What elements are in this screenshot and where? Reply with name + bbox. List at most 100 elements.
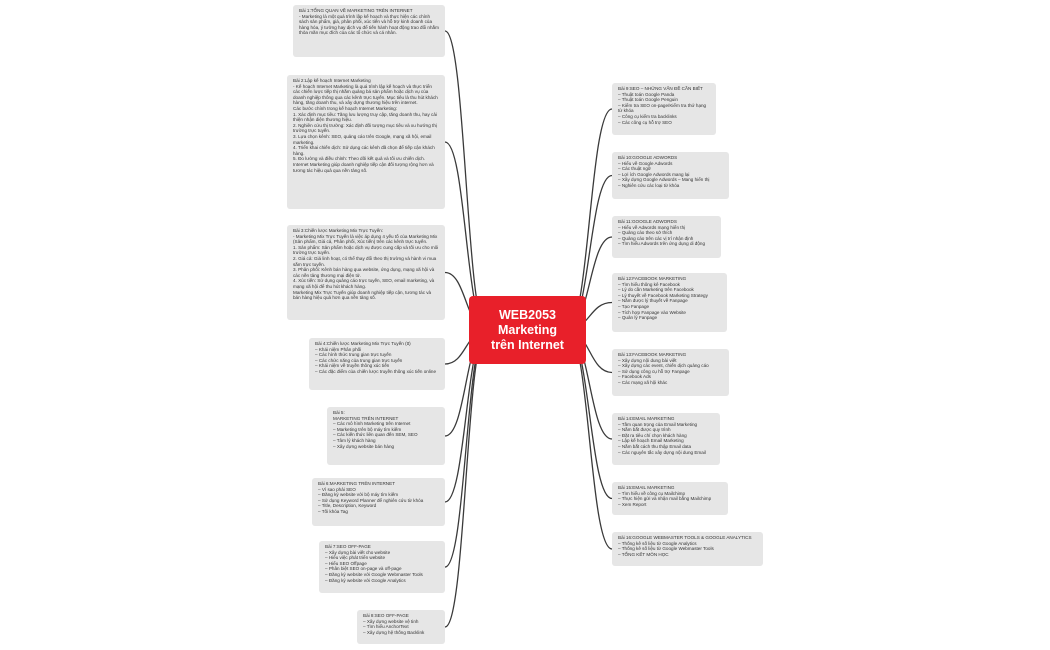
- topic-line: – Title, Description, Keyword: [318, 503, 377, 509]
- link-left-8: [444, 329, 488, 628]
- topic-title: Bài 13:FACEBOOK MARKETING: [618, 352, 687, 357]
- topic-line: – Đăng ký website với Google Analytics: [325, 577, 406, 583]
- right-topic-4[interactable]: Bài 12:FACEBOOK MARKETING– Tìm hiểu thôn…: [612, 273, 727, 332]
- right-topic-6[interactable]: Bài 14:EMAIL MARKETING– Tầm quan trọng c…: [612, 413, 720, 465]
- left-topic-4[interactable]: Bài 4:Chiến lược Marketing Mix Trực Tuyế…: [309, 338, 445, 390]
- topic-line: – Đăng ký website với bộ máy tìm kiếm: [318, 492, 399, 498]
- topic-line: 3. Phân phối: Kênh bán hàng qua website,…: [293, 267, 435, 278]
- central-topic[interactable]: WEB2053 Marketing trên Internet: [469, 296, 586, 364]
- topic-line: 1. Xác định mục tiêu: Tăng lưu lượng tru…: [293, 111, 437, 123]
- topic-line: – Facebook Ads: [618, 374, 651, 380]
- topic-title: Bài 11:GOOGLE ADWORDS: [618, 219, 677, 224]
- topic-line: – Tầm quan trọng của Email Marketing: [618, 421, 698, 427]
- topic-title: Bài 15:EMAIL MARKETING: [618, 485, 675, 490]
- topic-line: 4. Triển khai chiến dịch: Sử dụng các kê…: [293, 145, 435, 156]
- topic-line: – Các thuật ngữ: [618, 166, 651, 172]
- topic-title: Bài 1:TỔNG QUAN VỀ MARKETING TRÊN INTERN…: [299, 8, 413, 13]
- topic-line: – Tìm hiểu thông kê Facebook: [618, 281, 680, 287]
- topic-line: – Nắm bắt cách thu thập Email data: [618, 443, 692, 449]
- topic-title: Bài 5:: [333, 410, 345, 415]
- right-topic-8[interactable]: Bài 16:GOOGLE WEBMASTER TOOLS & GOOGLE A…: [612, 532, 763, 566]
- left-topic-3[interactable]: Bài 3:Chiến lược Marketing Mix Trực Tuyế…: [287, 225, 445, 320]
- topic-line: 3. Lựa chọn kênh: SEO, quảng cáo trên Go…: [293, 133, 432, 145]
- topic-line: – Lập kế hoạch Email Marketing: [618, 438, 684, 444]
- topic-line: – Nắm được lý thuyết về Fanpage: [618, 298, 688, 304]
- topic-title: Bài 10:GOOGLE ADWORDS: [618, 155, 678, 160]
- topic-line: – Vì sao phải SEO: [318, 486, 356, 492]
- topic-line: – Xây dựng nội dung bài viết: [618, 357, 677, 363]
- topic-line: – Nghiên cứu các loại từ khóa: [618, 182, 680, 188]
- topic-line: – Các kiến thức liên quan đến SEM, SEO: [333, 432, 418, 438]
- topic-line: 5. Đo lường và điều chỉnh: Theo dõi kết …: [293, 156, 425, 162]
- topic-line: – Tâm lý khách hàng: [333, 437, 376, 443]
- topic-line: – Xây dựng bài viết cho website: [325, 549, 391, 555]
- topic-line: – Lý thuyết về Facebook Marketing Strate…: [618, 292, 708, 298]
- topic-line: – Các đặc điểm của chiến lược truyền thô…: [315, 368, 436, 374]
- topic-line: – Lợi ích Google Adwords mang lại: [618, 171, 690, 177]
- left-topic-6[interactable]: Bài 6:MARKETING TRÊN INTERNET– Vì sao ph…: [312, 478, 445, 526]
- topic-line: - Marketing là một quá trình lập kế hoạc…: [299, 13, 439, 36]
- topic-line: – Các mô hình Marketing trên Internet: [333, 421, 411, 427]
- topic-line: – Đặt ra tiêu chí chọn khách hàng: [618, 432, 687, 438]
- central-topic-title: WEB2053 Marketing trên Internet: [491, 307, 564, 352]
- topic-line: – Sử dụng Keyword Planner để nghiên cứu …: [318, 497, 424, 503]
- right-topic-7[interactable]: Bài 15:EMAIL MARKETING– Tìm hiểu về công…: [612, 482, 728, 515]
- topic-line: – Khái niệm về truyền thông xúc tiến: [315, 363, 390, 369]
- topic-title: Bài 14:EMAIL MARKETING: [618, 416, 675, 421]
- topic-title: Bài 7:SEO OFF-PAGE: [325, 544, 371, 549]
- topic-line: – Marketing trên bộ máy tìm kiếm: [333, 426, 402, 432]
- link-left-7: [444, 329, 488, 568]
- topic-line: – Các chức năng của trung gian trực tuyế…: [315, 357, 403, 363]
- right-topic-1[interactable]: Bài 9:SEO – NHỮNG VẤN ĐỀ CẦN BIẾT– Thuật…: [612, 83, 716, 135]
- topic-line: – Quảng cáo theo sở thích: [618, 230, 673, 236]
- topic-line: – Tìm hiểu AnchorText: [363, 624, 409, 630]
- topic-line: – Xây dựng hệ thống Backlink: [363, 629, 425, 635]
- topic-line: – Tìm hiểu về công cụ Mailchimp: [618, 490, 686, 496]
- topic-line: – Các nguyên tắc xây dựng nội dung Email: [618, 449, 706, 455]
- topic-title: Bài 12:FACEBOOK MARKETING: [618, 276, 687, 281]
- topic-line: – TỔNG KẾT MÔN HỌC: [618, 551, 669, 557]
- topic-title: Bài 8:SEO OFF-PAGE: [363, 613, 409, 618]
- topic-line: – Các mạng xã hội khác: [618, 379, 668, 385]
- topic-line: – Thống kê số liệu từ Google Analytics: [618, 540, 697, 546]
- left-topic-1[interactable]: Bài 1:TỔNG QUAN VỀ MARKETING TRÊN INTERN…: [293, 5, 445, 57]
- right-topic-2[interactable]: Bài 10:GOOGLE ADWORDS– Hiểu về Google Ad…: [612, 152, 729, 199]
- topic-line: – Nắm bắt được quy trình: [618, 427, 671, 433]
- topic-line: – Quảng cáo trên các vị trí nhận định: [618, 235, 694, 241]
- topic-line: Marketing Mix Trực Tuyến giúp doanh nghi…: [293, 289, 432, 301]
- topic-title: Bài 6:MARKETING TRÊN INTERNET: [318, 481, 395, 486]
- topic-line: Các bước chính trong kế hoạch Internet M…: [293, 105, 398, 111]
- topic-line: Internet Marketing giúp doanh nghiệp tiế…: [293, 161, 434, 173]
- topic-line: 1. Sản phẩm: Sản phẩm hoặc dịch vụ được …: [293, 244, 439, 256]
- left-topic-8[interactable]: Bài 8:SEO OFF-PAGE– Xây dựng website vệ …: [357, 610, 445, 644]
- topic-line: – Xây dựng website bán hàng: [333, 443, 395, 449]
- left-topic-2[interactable]: Bài 2:Lập kế hoạch Internet Marketing- K…: [287, 75, 445, 209]
- topic-line: – Phân biệt SEO on-page và off-page: [325, 566, 402, 572]
- topic-line: – Công cụ kiểm tra backlinks: [618, 113, 677, 119]
- topic-line: – Hiểu việc phát triển website: [325, 555, 386, 561]
- topic-line: 2. Nghiên cứu thị trường: Xác định đối t…: [293, 122, 437, 134]
- left-topic-7[interactable]: Bài 7:SEO OFF-PAGE– Xây dựng bài viết ch…: [319, 541, 445, 593]
- topic-line: – Đăng ký website với Google Webmaster T…: [325, 571, 423, 577]
- topic-line: – Quản lý Fanpage: [618, 315, 658, 321]
- topic-line: – Hiểu về Google Adwords: [618, 160, 673, 166]
- topic-line: MARKETING TRÊN INTERNET: [333, 415, 399, 421]
- topic-line: – Tạo Fanpage: [618, 303, 650, 309]
- topic-title: Bài 3:Chiến lược Marketing Mix Trực Tuyế…: [293, 228, 384, 233]
- right-topic-5[interactable]: Bài 13:FACEBOOK MARKETING– Xây dựng nội …: [612, 349, 729, 396]
- topic-line: – Các công cụ hỗ trợ SEO: [618, 119, 672, 125]
- topic-line: 2. Giá cả: Giá linh hoạt, có thể thay đổ…: [293, 255, 437, 267]
- topic-title: Bài 4:Chiến lược Marketing Mix Trực Tuyế…: [315, 341, 411, 346]
- right-topic-3[interactable]: Bài 11:GOOGLE ADWORDS– Hiểu về Adwords m…: [612, 216, 721, 258]
- topic-line: – Xem Report: [618, 501, 647, 507]
- topic-line: – Hiểu SEO Offpage: [325, 560, 367, 566]
- topic-line: – Xây dựng website vệ tinh: [363, 618, 419, 624]
- topic-line: - Kế hoạch Internet Marketing là quá trì…: [293, 83, 438, 106]
- link-left-1: [444, 30, 488, 331]
- topic-line: – Kiểm tra SEO on-page/Kiểm tra thứ hạng…: [618, 102, 707, 114]
- topic-line: 4. Xúc tiến: Sử dụng quảng cáo trực tuyế…: [293, 278, 435, 289]
- left-topic-5[interactable]: Bài 5:MARKETING TRÊN INTERNET– Các mô hì…: [327, 407, 445, 465]
- topic-line: – Xây dựng Google Adwords – Mang hiển th…: [618, 177, 710, 183]
- topic-title: Bài 16:GOOGLE WEBMASTER TOOLS & GOOGLE A…: [618, 535, 752, 540]
- topic-title: Bài 9:SEO – NHỮNG VẤN ĐỀ CẦN BIẾT: [618, 86, 703, 91]
